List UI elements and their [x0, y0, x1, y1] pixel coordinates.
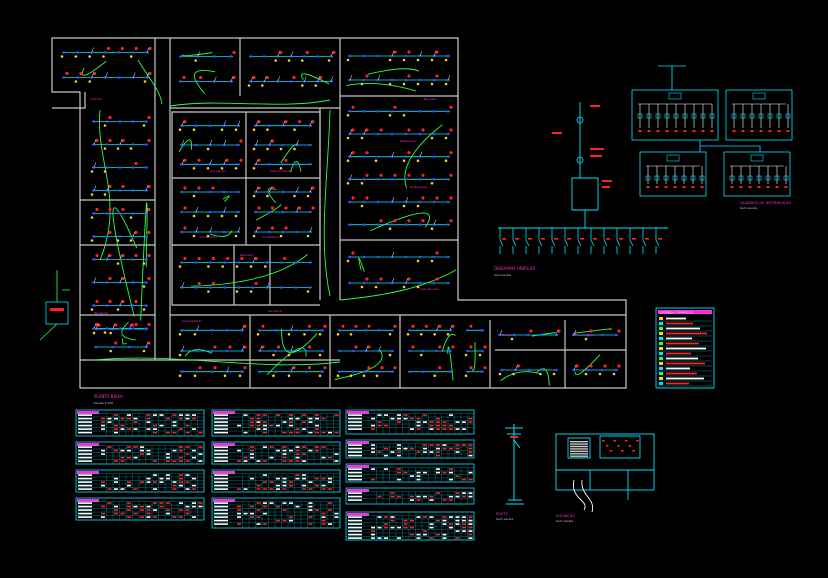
room-label: Recepção: [94, 311, 109, 315]
legend-title: LEGENDA / SÍMBOLOS: [660, 309, 693, 314]
room-label: Enfermaria: [410, 185, 427, 189]
pole-detail-title: POSTE: [496, 512, 508, 516]
panel-diagram-subtitle: Sem escala: [740, 206, 757, 210]
room-label: Banheiro: [424, 97, 438, 101]
room-label: Cozinha: [90, 97, 102, 101]
elevation-component-marks: [570, 440, 639, 458]
room-label: Circulação: [210, 169, 226, 173]
legend-rows: [658, 317, 712, 387]
room-label: Consultório: [200, 235, 217, 239]
room-label: Banheiro: [502, 333, 516, 337]
unifilar-subtitle: Sem escala: [494, 273, 511, 277]
room-label: Administração: [572, 333, 594, 337]
elevation-detail-title: ELEVAÇÃO: [556, 513, 575, 518]
room-label: Sala de Espera: [270, 169, 293, 173]
room-label: Depósito: [240, 253, 253, 257]
elevation-detail: ELEVAÇÃO Sem escala: [555, 433, 655, 523]
elevation-detail-subtitle: Sem escala: [556, 519, 573, 523]
floor-plan-caption-title: PLANTA BAIXA: [94, 394, 123, 399]
unifilar-title: DIAGRAMA UNIFILAR: [494, 266, 535, 271]
pole-detail-subtitle: Sem escala: [496, 517, 513, 521]
legend: LEGENDA / SÍMBOLOS: [655, 307, 715, 389]
load-tables: [75, 409, 475, 541]
panel-diagram-title: QUADROS DE DISTRIBUIÇÃO: [740, 200, 792, 205]
room-label: Consultório: [262, 235, 279, 239]
pole-detail: POSTE Sem escala: [496, 424, 524, 521]
floor-plan-walls: [51, 37, 627, 389]
room-label: Área Técnica: [420, 286, 439, 291]
room-label: Almoxarifado: [182, 319, 202, 323]
panel-circuit-details: [637, 92, 791, 188]
floor-plan-caption-scale: Escala 1:100: [94, 401, 113, 405]
unifilar-circuits: [499, 116, 662, 254]
room-label: Farmácia: [268, 309, 282, 313]
ground-detail: [39, 270, 70, 341]
room-label: Enfermaria: [400, 139, 417, 143]
unifilar-diagram: DIAGRAMA UNIFILAR Sem escala: [494, 102, 668, 277]
distribution-panels: QUADROS DE DISTRIBUIÇÃO Sem escala: [631, 65, 793, 210]
floor-plan-symbols: [60, 46, 621, 378]
